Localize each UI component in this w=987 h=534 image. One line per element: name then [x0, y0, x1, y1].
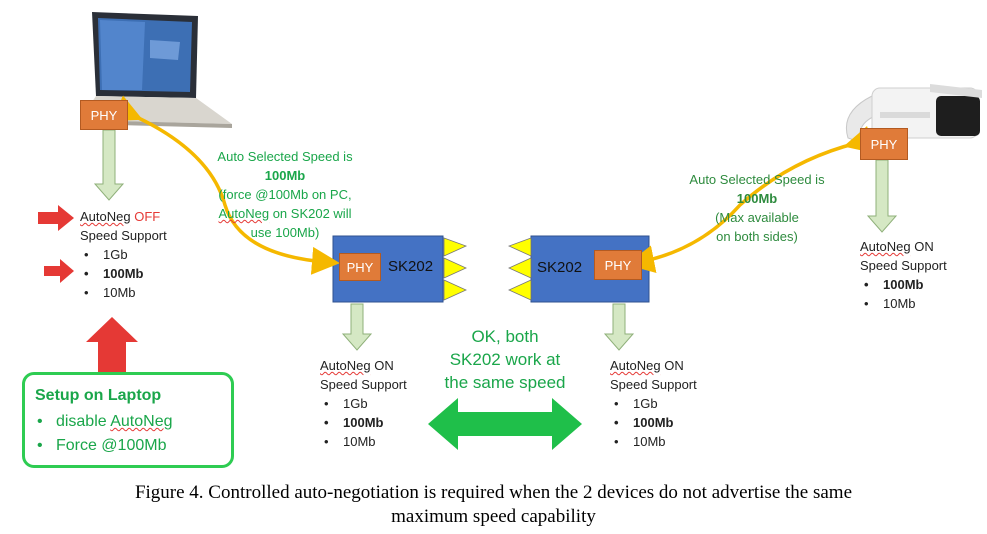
setup-item-2: • Force @100Mb	[37, 437, 167, 454]
red-arrow-100mb	[44, 259, 74, 283]
laptop-autoneg-state: OFF	[134, 209, 161, 224]
sk202-label-left: SK202	[388, 258, 434, 275]
left-link-line5: use 100Mb)	[250, 225, 320, 240]
camera-speed-1: • 100Mb	[864, 277, 924, 292]
down-arrow-sk-right	[603, 303, 635, 351]
red-up-arrow	[86, 317, 138, 372]
laptop-speed-support: Speed Support	[80, 228, 167, 243]
setup-title: Setup on Laptop	[35, 387, 162, 404]
connector-triangles-left	[443, 237, 468, 301]
right-link-line1: Auto Selected Speed is	[689, 172, 825, 187]
figure-caption-line1: Figure 4. Controlled auto-negotiation is…	[134, 482, 853, 503]
sk-left-speed-1: • 1Gb	[324, 396, 368, 411]
laptop-speed-3: • 10Mb	[84, 285, 136, 300]
ok-note-line3: the same speed	[444, 373, 566, 392]
left-link-text: Auto Selected Speed is 100Mb (force @100…	[195, 147, 375, 242]
laptop-speed-1: • 1Gb	[84, 247, 128, 262]
camera-autoneg-line: AutoNeg ON	[860, 239, 934, 254]
phy-sk-right: PHY	[594, 250, 642, 280]
sk-left-speed-3: • 10Mb	[324, 434, 376, 449]
left-link-line3: (force @100Mb on PC,	[218, 187, 352, 202]
sk-right-speed-support: Speed Support	[610, 377, 697, 392]
sk202-label-right: SK202	[537, 259, 583, 276]
figure-caption-line2: maximum speed capability	[391, 506, 596, 527]
ok-note-line1: OK, both	[471, 327, 539, 346]
laptop-autoneg-label: AutoNeg	[80, 209, 131, 224]
left-link-arrow	[111, 95, 340, 275]
green-double-arrow	[428, 398, 582, 450]
right-link-text: Auto Selected Speed is 100Mb (Max availa…	[672, 170, 842, 246]
down-arrow-camera	[866, 159, 898, 233]
sk-left-autoneg-line: AutoNeg ON	[320, 358, 394, 373]
connector-triangles-right	[507, 237, 532, 301]
setup-item-1: • disable AutoNeg	[37, 413, 173, 430]
ok-note: OK, both SK202 work at the same speed	[420, 325, 590, 394]
laptop-autoneg-line: AutoNeg OFF	[80, 207, 160, 226]
laptop-image	[80, 12, 232, 128]
sk-right-autoneg-line: AutoNeg ON	[610, 358, 684, 373]
sk-right-speed-1: • 1Gb	[614, 396, 658, 411]
sk-left-speed-2: • 100Mb	[324, 415, 384, 430]
right-link-line4: on both sides)	[716, 229, 798, 244]
red-arrow-autoneg	[38, 205, 74, 231]
sk-right-speed-2: • 100Mb	[614, 415, 674, 430]
phy-laptop: PHY	[80, 100, 128, 130]
right-link-line3: (Max available	[715, 210, 799, 225]
left-link-line1: Auto Selected Speed is	[217, 149, 353, 164]
phy-sk-left: PHY	[339, 253, 381, 281]
down-arrow-sk-left	[341, 303, 373, 351]
ok-note-line2: SK202 work at	[449, 350, 561, 369]
laptop-speed-2: • 100Mb	[84, 266, 144, 281]
left-link-speed: 100Mb	[264, 168, 306, 183]
right-link-arrow	[626, 125, 875, 273]
phy-camera: PHY	[860, 128, 908, 160]
camera-speed-2: • 10Mb	[864, 296, 916, 311]
left-link-line4: AutoNeg on SK202 will	[218, 206, 352, 221]
setup-box: Setup on Laptop • disable AutoNeg • Forc…	[22, 372, 234, 468]
sk-left-speed-support: Speed Support	[320, 377, 407, 392]
sk-right-speed-3: • 10Mb	[614, 434, 666, 449]
camera-speed-support: Speed Support	[860, 258, 947, 273]
down-arrow-laptop	[93, 129, 125, 201]
right-link-speed: 100Mb	[736, 191, 778, 206]
